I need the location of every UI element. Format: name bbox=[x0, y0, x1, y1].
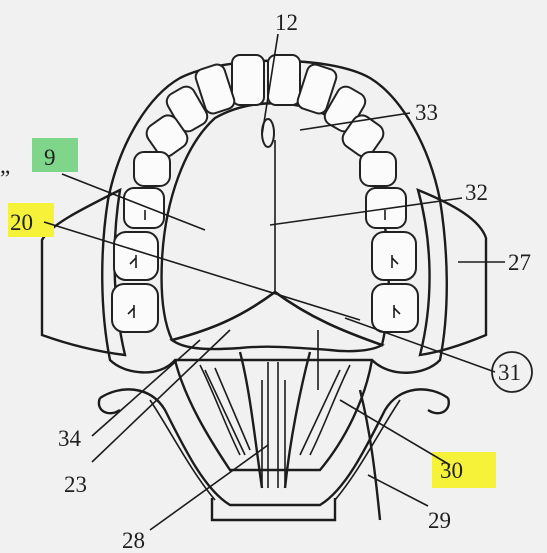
label-12: 12 bbox=[275, 10, 298, 35]
label-20: 20 bbox=[10, 210, 33, 235]
soft-palate bbox=[172, 292, 382, 351]
label-27: 27 bbox=[508, 250, 531, 275]
label-31: 31 bbox=[498, 360, 521, 385]
label-9: 9 bbox=[44, 145, 56, 170]
right-cheek bbox=[418, 190, 486, 355]
left-cheek bbox=[42, 190, 125, 355]
label-30: 30 bbox=[440, 458, 463, 483]
quote-mark: ” bbox=[0, 166, 10, 191]
label-34: 34 bbox=[58, 426, 82, 451]
label-28: 28 bbox=[122, 528, 145, 553]
label-29: 29 bbox=[428, 508, 451, 533]
pharynx-region bbox=[175, 352, 372, 488]
label-33: 33 bbox=[415, 100, 438, 125]
label-23: 23 bbox=[64, 472, 87, 497]
label-32: 32 bbox=[465, 180, 488, 205]
lower-jaw-contour bbox=[99, 389, 449, 520]
